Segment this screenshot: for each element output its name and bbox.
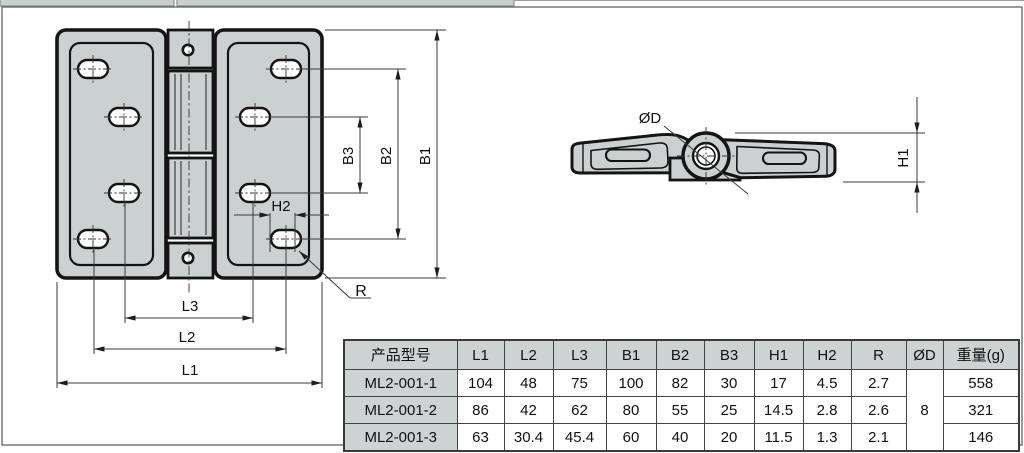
cell-model: ML2-001-1	[343, 369, 458, 397]
header-l3: L3	[552, 339, 607, 370]
cell-weight: 321	[942, 396, 1020, 424]
pin-hole-top	[181, 43, 195, 57]
front-dimension-lines	[56, 29, 446, 388]
side-left-wing	[570, 133, 700, 175]
header-h1: H1	[753, 339, 804, 370]
dim-label-b1: B1	[417, 147, 434, 165]
table-row: ML2-001-2 86 42 62 80 55 25 14.5 2.8 2.6…	[343, 396, 1020, 424]
cell-weight: 558	[942, 369, 1020, 397]
left-hinge-leaf	[55, 28, 168, 280]
header-l2: L2	[503, 339, 554, 370]
header-weight: 重量(g)	[942, 339, 1020, 370]
cell-value: 30.4	[503, 423, 554, 452]
cell-value: 17	[753, 369, 804, 397]
header-b1: B1	[605, 339, 657, 370]
cell-value: 63	[456, 423, 505, 452]
cell-value: 55	[655, 396, 705, 424]
cell-value: 2.8	[802, 396, 852, 424]
header-h2: H2	[802, 339, 852, 370]
cell-value: 82	[655, 369, 705, 397]
cell-value: 42	[503, 396, 554, 424]
side-view: ØD H1	[570, 97, 925, 213]
cell-value: 11.5	[753, 423, 804, 452]
spec-table-header-row: 产品型号 L1 L2 L3 B1 B2 B3 H1 H2 R ØD 重量(g)	[343, 339, 1020, 370]
cell-value: 62	[552, 396, 607, 424]
hinge-knuckle	[166, 21, 215, 293]
cell-value: 20	[703, 423, 755, 452]
cell-value: 100	[605, 369, 657, 397]
cell-value: 75	[552, 369, 607, 397]
header-model: 产品型号	[343, 339, 458, 370]
h1-dimension	[735, 97, 925, 213]
pin-hole-bottom	[181, 251, 195, 265]
cell-value: 25	[703, 396, 755, 424]
dim-label-l3: L3	[182, 298, 199, 315]
cell-value: 14.5	[753, 396, 804, 424]
cell-value: 1.3	[802, 423, 852, 452]
table-row: ML2-001-1 104 48 75 100 82 30 17 4.5 2.7…	[343, 369, 1020, 452]
front-view: L3 L2 L1 H2 R B3 B2 B1	[55, 21, 446, 388]
header-b3: B3	[703, 339, 755, 370]
cell-value: 2.6	[850, 396, 907, 424]
side-left-slot	[604, 148, 652, 163]
cell-value: 60	[605, 423, 657, 452]
cell-weight: 146	[942, 423, 1020, 452]
cell-value: 40	[655, 423, 705, 452]
cell-value: 86	[456, 396, 505, 424]
cell-value: 104	[456, 369, 505, 397]
cell-d-merged: 8	[905, 369, 944, 452]
header-d: ØD	[905, 339, 944, 370]
cell-model: ML2-001-2	[343, 396, 458, 424]
front-dimension-arrows	[57, 30, 440, 386]
dim-label-l1: L1	[182, 362, 199, 379]
dim-label-r: R	[355, 283, 367, 300]
header-r: R	[850, 339, 907, 370]
cell-value: 2.1	[850, 423, 907, 452]
dim-label-d: ØD	[639, 110, 662, 127]
cell-value: 45.4	[552, 423, 607, 452]
side-right-panel	[736, 145, 821, 175]
cell-value: 30	[703, 369, 755, 397]
header-b2: B2	[655, 339, 705, 370]
dim-label-b3: B3	[340, 147, 357, 165]
cell-value: 4.5	[802, 369, 852, 397]
dim-label-h1: H1	[895, 148, 912, 167]
cell-value: 48	[503, 369, 554, 397]
cell-value: 80	[605, 396, 657, 424]
table-row: ML2-001-3 63 30.4 45.4 60 40 20 11.5 1.3…	[343, 423, 1020, 452]
top-strip	[0, 0, 1024, 7]
cell-model: ML2-001-3	[343, 423, 458, 452]
right-hinge-leaf	[213, 28, 324, 280]
spec-table: 产品型号 L1 L2 L3 B1 B2 B3 H1 H2 R ØD 重量(g) …	[343, 339, 1020, 452]
dim-label-h2: H2	[271, 198, 290, 215]
d-leader-line	[663, 125, 749, 195]
dim-label-l2: L2	[179, 329, 196, 346]
top-strip-cell-left	[0, 0, 175, 7]
side-right-slot	[761, 151, 808, 166]
side-left-panel	[590, 142, 669, 171]
top-strip-cell-right	[176, 0, 515, 7]
cell-value: 2.7	[850, 369, 907, 397]
header-l1: L1	[456, 339, 505, 370]
dim-label-b2: B2	[378, 147, 395, 165]
side-barrel	[677, 127, 737, 185]
